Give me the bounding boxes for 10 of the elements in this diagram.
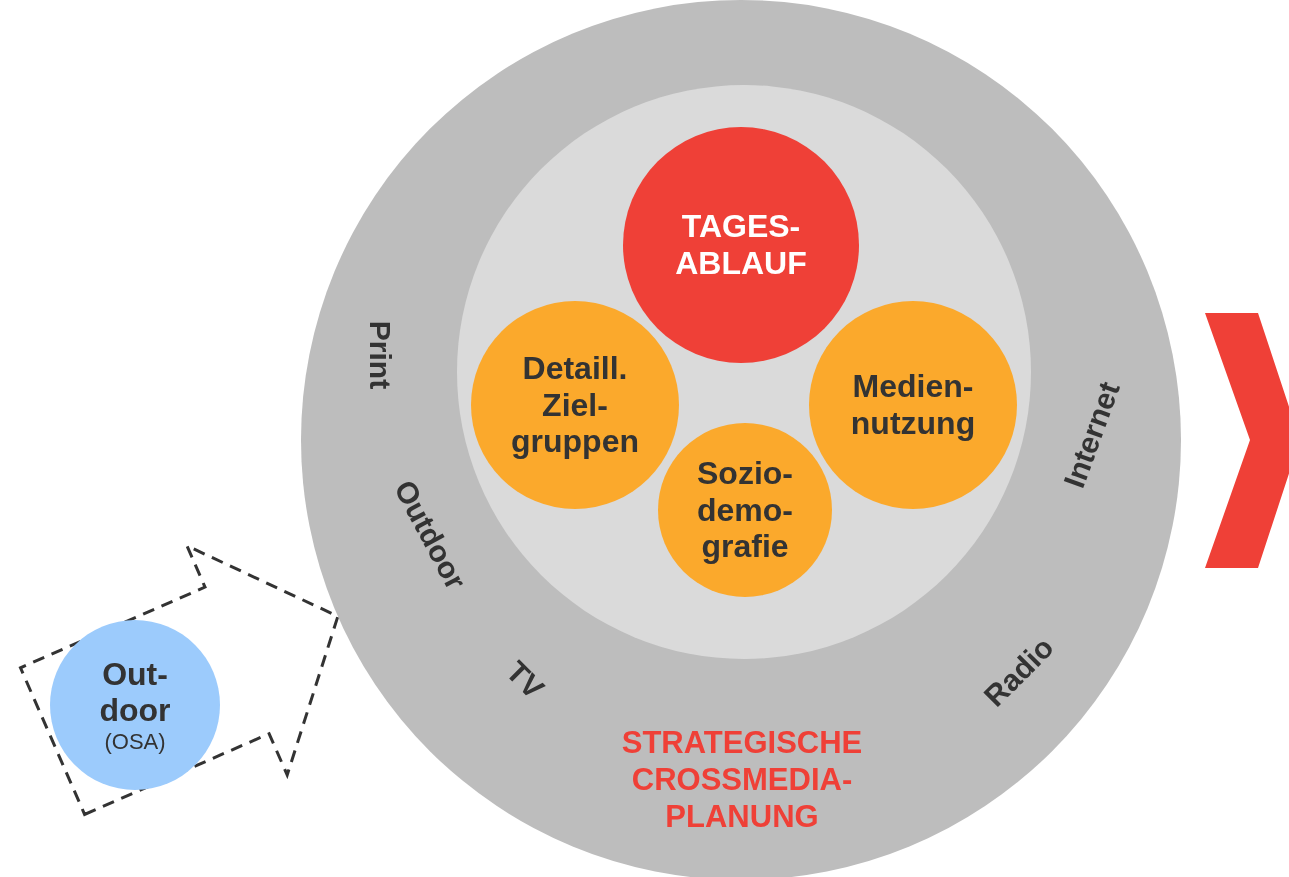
media-label: Print bbox=[363, 320, 397, 390]
circle-subtitle: (OSA) bbox=[103, 729, 167, 755]
chevron-arrow bbox=[1205, 313, 1289, 568]
media-label: TV bbox=[499, 654, 551, 706]
circle-title: Medien- nutzung bbox=[849, 368, 977, 442]
circle-title: Out- door bbox=[98, 655, 172, 730]
circle-title: Detaill. Ziel- gruppen bbox=[510, 349, 640, 461]
circle-title: Sozio- demo- grafie bbox=[696, 454, 794, 566]
ring-title: STRATEGISCHE CROSSMEDIA- PLANUNG bbox=[620, 724, 864, 836]
circle-title: TAGES- ABLAUF bbox=[674, 208, 808, 282]
